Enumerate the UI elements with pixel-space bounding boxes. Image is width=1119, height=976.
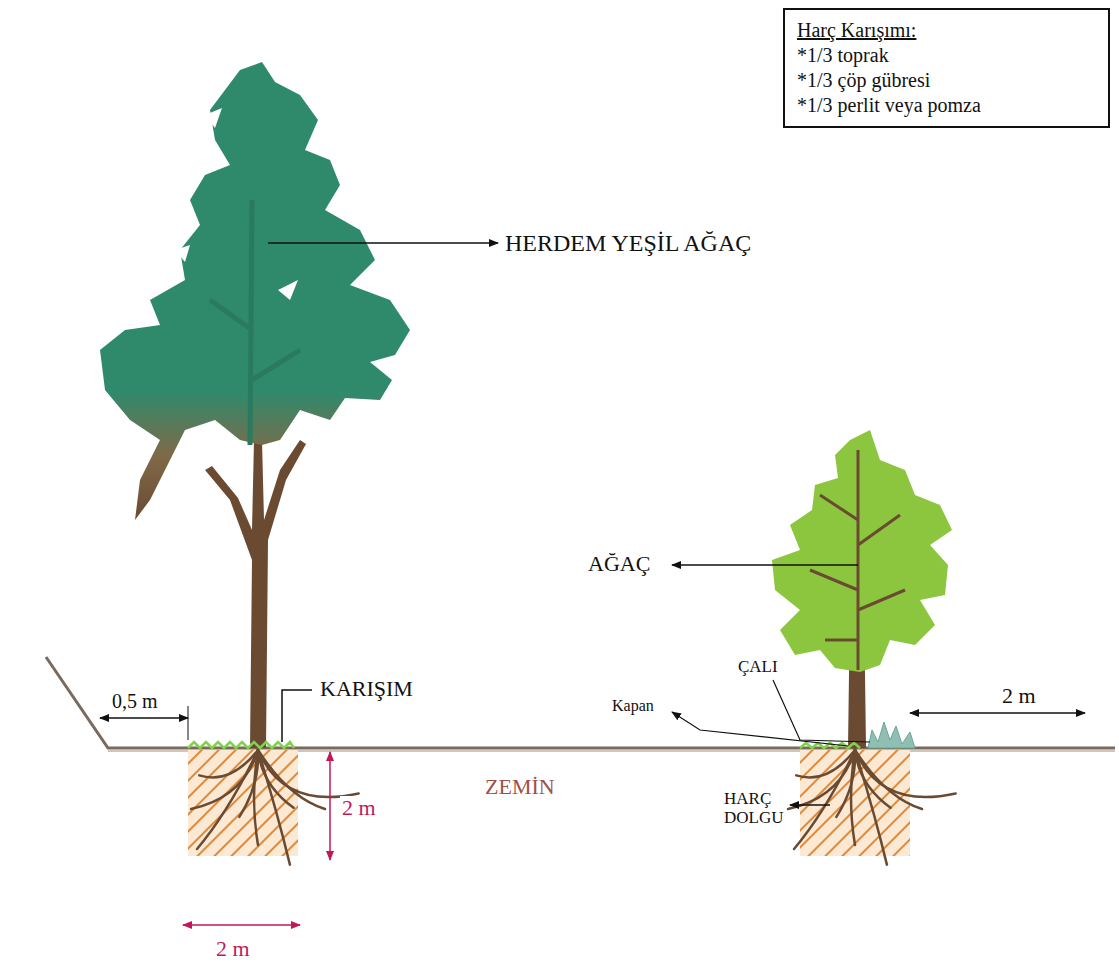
- tree-label: AĞAÇ: [588, 552, 650, 576]
- dimension: 2 m: [1000, 684, 1038, 708]
- root: [197, 750, 258, 849]
- dimension: 2 m: [340, 796, 378, 820]
- note-line: *1/3 perlit veya pomza: [797, 93, 1096, 118]
- root: [199, 750, 258, 777]
- ground-label: ZEMİN: [485, 775, 555, 799]
- part-label: ÇALI: [738, 658, 778, 677]
- dimension: 2 m: [214, 937, 252, 961]
- part-label: KARIŞIM: [320, 677, 413, 701]
- note-line: *1/3 toprak: [797, 43, 1096, 68]
- part-label: Kapan: [612, 697, 654, 715]
- root: [855, 750, 922, 809]
- root: [254, 750, 258, 845]
- root: [855, 750, 956, 797]
- root: [796, 750, 855, 777]
- root: [851, 750, 855, 845]
- root: [794, 750, 855, 849]
- tree-label: HERDEM YEŞİL AĞAÇ: [505, 230, 751, 256]
- note-line: *1/3 çöp gübresi: [797, 68, 1096, 93]
- note-heading: Harç Karışımı:: [797, 18, 1096, 43]
- part-label: HARÇ DOLGU: [724, 790, 788, 827]
- root: [258, 750, 359, 797]
- note-box: Harç Karışımı:*1/3 toprak*1/3 çöp gübres…: [783, 8, 1110, 128]
- root: [258, 750, 325, 809]
- dimension: 0,5 m: [110, 690, 160, 712]
